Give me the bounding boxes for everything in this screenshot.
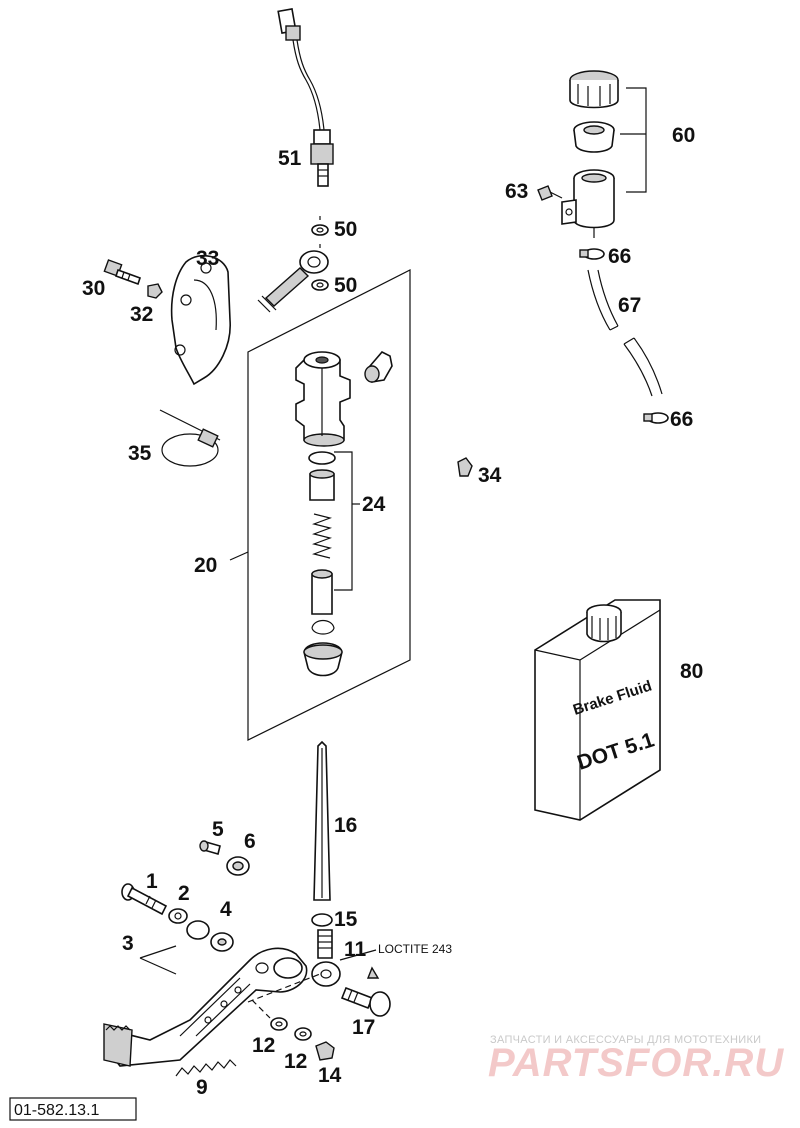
brake-fluid-can: Brake Fluid DOT 5.1 xyxy=(534,599,661,821)
callout-34: 34 xyxy=(478,464,502,487)
callout-67: 67 xyxy=(618,294,641,317)
push-rod xyxy=(313,740,331,901)
brake-pedal xyxy=(103,947,321,1067)
piston-seal-kit xyxy=(303,451,343,677)
master-cylinder-assembly-outline xyxy=(247,269,411,741)
watermark-caption: ЗАПЧАСТИ И АКСЕССУАРЫ ДЛЯ МОТОТЕХНИКИ xyxy=(490,1034,761,1046)
washer-12a xyxy=(270,1017,288,1031)
screw-5 xyxy=(199,840,221,855)
callout-80: 80 xyxy=(680,660,703,683)
reservoir-elbow-fitting xyxy=(364,351,393,383)
callout-1: 1 xyxy=(146,870,158,893)
callout-12-left: 12 xyxy=(252,1034,275,1057)
part-code-box: 01-582.13.1 xyxy=(9,1097,137,1121)
callout-11: 11 xyxy=(344,938,367,961)
brake-hose xyxy=(587,269,663,397)
leader-lines xyxy=(139,945,271,1019)
callout-9: 9 xyxy=(196,1076,208,1099)
callout-20: 20 xyxy=(194,554,217,577)
nut-34 xyxy=(457,457,473,477)
callout-63: 63 xyxy=(505,180,528,203)
cable-tie xyxy=(159,409,221,467)
callout-60: 60 xyxy=(672,124,695,147)
callout-51: 51 xyxy=(278,147,302,170)
callout-15: 15 xyxy=(334,908,358,931)
reservoir-bracket-60 xyxy=(620,87,647,193)
hose-clamp-upper xyxy=(579,248,605,260)
callout-32: 32 xyxy=(130,303,153,326)
screw-30 xyxy=(103,259,142,286)
reservoir-cap xyxy=(569,70,619,109)
heat-shield-cover xyxy=(170,254,231,386)
callout-3: 3 xyxy=(122,932,134,955)
part-code: 01-582.13.1 xyxy=(14,1102,100,1119)
callout-16: 16 xyxy=(334,814,357,837)
loctite-note: LOCTITE 243 xyxy=(378,942,452,956)
bushing-4 xyxy=(186,920,234,952)
nut-15 xyxy=(311,913,333,927)
callout-5: 5 xyxy=(212,818,224,841)
callout-66-bottom: 66 xyxy=(670,408,693,431)
pivot-bolt-1 xyxy=(121,883,168,916)
reservoir-diaphragm xyxy=(573,121,615,153)
threaded-rod-11 xyxy=(311,929,377,987)
washer-2 xyxy=(168,908,188,924)
callout-33: 33 xyxy=(196,247,219,270)
kit-bracket-24 xyxy=(229,451,360,591)
watermark-brand: PARTSFOR.RU xyxy=(488,1041,784,1085)
banjo-fitting xyxy=(257,250,329,313)
hose-clamp-lower xyxy=(643,412,669,424)
callout-35: 35 xyxy=(128,442,152,465)
nut-32 xyxy=(147,283,163,299)
bolt-17 xyxy=(340,966,391,1017)
callout-17: 17 xyxy=(352,1016,375,1039)
banjo-washers xyxy=(311,216,329,291)
washer-12b xyxy=(294,1027,312,1041)
brake-light-switch xyxy=(277,8,334,187)
callout-66-top: 66 xyxy=(608,245,631,268)
master-cylinder-body xyxy=(295,351,351,447)
callout-12-right: 12 xyxy=(284,1050,307,1073)
callout-50-top: 50 xyxy=(334,218,357,241)
spacer-6 xyxy=(226,856,250,876)
nut-14 xyxy=(315,1041,335,1061)
callout-2: 2 xyxy=(178,882,190,905)
return-spring xyxy=(175,1059,237,1077)
callout-14: 14 xyxy=(318,1064,342,1087)
callout-6: 6 xyxy=(244,830,256,853)
callout-24: 24 xyxy=(362,493,386,516)
callout-4: 4 xyxy=(220,898,232,921)
callout-30: 30 xyxy=(82,277,105,300)
screw-63 xyxy=(537,185,563,201)
reservoir-body xyxy=(561,169,615,238)
callout-50-bottom: 50 xyxy=(334,274,357,297)
